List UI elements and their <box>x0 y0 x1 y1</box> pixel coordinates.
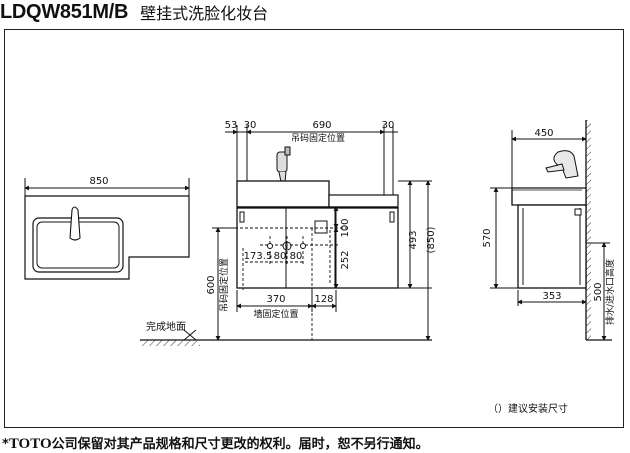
asterisk: * <box>2 437 9 452</box>
side-depth-450: 450 <box>534 128 553 139</box>
top-dim-30-right: 30 <box>382 120 395 131</box>
front-view <box>140 125 432 346</box>
drain-dim-173: 173.5 <box>244 251 273 262</box>
side-height-500: 500 <box>593 282 604 301</box>
top-width-dim: 850 <box>89 176 108 187</box>
install-size-note: （）建议安装尺寸 <box>488 402 568 415</box>
drain-dim-80-b: 80 <box>290 251 303 262</box>
top-dim-53: 53 <box>225 120 238 131</box>
top-dim-690: 690 <box>312 120 331 131</box>
brand-logo: TOTO <box>8 436 52 452</box>
drain-dim-80-a: 80 <box>274 251 287 262</box>
hanger-position-label: 吊码固定位置 <box>291 132 345 144</box>
product-name: 壁挂式洗脸化妆台 <box>140 4 269 23</box>
drawing-frame <box>4 29 624 428</box>
dim-600: 600 <box>206 275 217 294</box>
title-bar: LDQW851M/B 壁挂式洗脸化妆台 <box>0 0 268 24</box>
side-height-570: 570 <box>482 228 493 247</box>
footer-disclaimer: *TOTO公司保留对其产品规格和尺寸更改的权利。届时，恕不另行通知。 <box>2 433 429 453</box>
bottom-dim-128: 128 <box>314 294 333 305</box>
drain-height-label: 排水/进水口高度 <box>604 259 616 325</box>
side-view <box>490 120 612 341</box>
dim-100: 100 <box>340 218 351 237</box>
floor-label: 完成地面 <box>146 320 186 333</box>
height-493: 493 <box>408 230 419 249</box>
top-view <box>24 178 190 280</box>
top-dim-30-left: 30 <box>244 120 257 131</box>
disclaimer-text: 公司保留对其产品规格和尺寸更改的权利。届时，恕不另行通知。 <box>51 437 429 452</box>
hanger-height-label: 吊码固定位置 <box>218 258 230 312</box>
wall-fix-label: 墙固定位置 <box>253 308 298 320</box>
height-850: (850) <box>426 226 437 253</box>
side-depth-353: 353 <box>542 291 561 302</box>
bottom-dim-370: 370 <box>266 294 285 305</box>
model-number: LDQW851M/B <box>0 0 129 23</box>
dim-252: 252 <box>340 250 351 269</box>
